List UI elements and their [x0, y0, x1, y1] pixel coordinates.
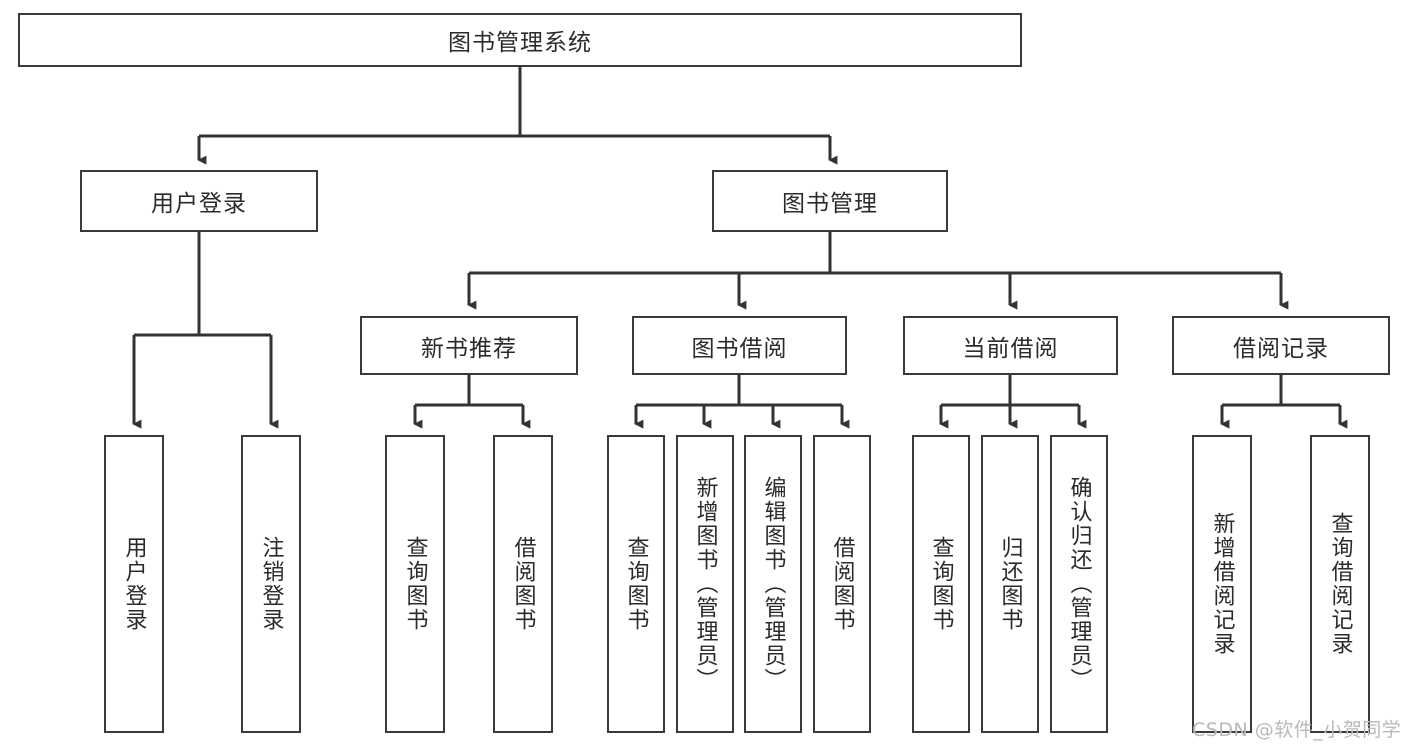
watermark: CSDN @软件_小贺同学 — [1192, 719, 1402, 741]
leaf-edit-book-label: 编辑图书（管理员） — [760, 476, 786, 692]
node-book-manage[interactable]: 图书管理 — [712, 170, 948, 232]
leaf-add-record[interactable]: 新增借阅记录 — [1192, 435, 1252, 733]
node-book-manage-label: 图书管理 — [782, 191, 878, 217]
leaf-logout-login-label: 注销登录 — [258, 536, 284, 632]
leaf-query-book-2-label: 查询图书 — [623, 536, 649, 632]
leaf-query-record-label: 查询借阅记录 — [1327, 512, 1353, 656]
leaf-confirm-return-label: 确认归还（管理员） — [1066, 476, 1092, 692]
leaf-borrow-book-2-label: 借阅图书 — [829, 536, 855, 632]
leaf-borrow-book-2[interactable]: 借阅图书 — [813, 435, 871, 733]
leaf-return-book-label: 归还图书 — [997, 536, 1023, 632]
leaf-query-book-2[interactable]: 查询图书 — [607, 435, 665, 733]
node-root[interactable]: 图书管理系统 — [18, 13, 1022, 67]
node-new-book-recommend-label: 新书推荐 — [421, 335, 517, 362]
node-book-borrow-label: 图书借阅 — [691, 335, 788, 362]
node-new-book-recommend[interactable]: 新书推荐 — [360, 316, 578, 375]
leaf-edit-book[interactable]: 编辑图书（管理员） — [744, 435, 802, 733]
node-current-borrow-label: 当前借阅 — [962, 335, 1059, 362]
leaf-borrow-book-1-label: 借阅图书 — [510, 536, 536, 632]
leaf-query-book-3[interactable]: 查询图书 — [912, 435, 970, 733]
leaf-return-book[interactable]: 归还图书 — [981, 435, 1039, 733]
leaf-query-record[interactable]: 查询借阅记录 — [1310, 435, 1370, 733]
leaf-add-record-label: 新增借阅记录 — [1209, 512, 1235, 656]
leaf-confirm-return[interactable]: 确认归还（管理员） — [1050, 435, 1108, 733]
node-user-login-label: 用户登录 — [151, 191, 247, 217]
leaf-query-book-1[interactable]: 查询图书 — [385, 435, 445, 733]
leaf-add-book[interactable]: 新增图书（管理员） — [676, 435, 734, 733]
node-user-login[interactable]: 用户登录 — [80, 170, 318, 232]
node-book-borrow[interactable]: 图书借阅 — [632, 316, 847, 375]
node-borrow-record-label: 借阅记录 — [1233, 335, 1329, 362]
leaf-add-book-label: 新增图书（管理员） — [692, 476, 718, 692]
node-borrow-record[interactable]: 借阅记录 — [1172, 316, 1390, 375]
leaf-borrow-book-1[interactable]: 借阅图书 — [493, 435, 553, 733]
leaf-query-book-1-label: 查询图书 — [402, 536, 428, 632]
leaf-user-login[interactable]: 用户登录 — [104, 435, 164, 733]
leaf-query-book-3-label: 查询图书 — [928, 536, 954, 632]
node-current-borrow[interactable]: 当前借阅 — [903, 316, 1118, 375]
leaf-logout-login[interactable]: 注销登录 — [241, 435, 301, 733]
node-root-label: 图书管理系统 — [448, 30, 592, 56]
leaf-user-login-label: 用户登录 — [121, 536, 147, 632]
